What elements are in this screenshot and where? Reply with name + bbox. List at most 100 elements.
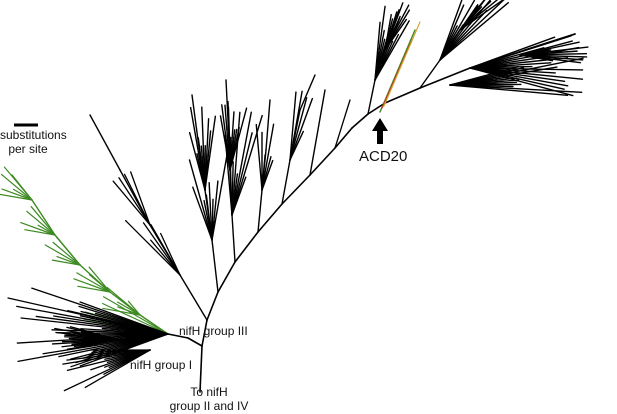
group-iii-branch [179, 274, 208, 321]
tree-backbone [351, 113, 369, 129]
scale-bar-label: substitutions per site [0, 128, 67, 156]
clade-leaf [374, 21, 381, 81]
group-iii-leaf [112, 180, 151, 226]
group-iii-leaf [160, 232, 181, 276]
clade-leaf [192, 186, 213, 241]
clade-leaf [289, 97, 308, 161]
clade-leaf [469, 67, 584, 80]
clade-branch [299, 74, 316, 111]
group-iii-leaf [150, 223, 181, 276]
group-i-label: nifH group I [130, 358, 193, 372]
scale-bar-label-line1: substitutions [0, 128, 67, 142]
green-clade-leaf [52, 241, 81, 266]
group-iii-leaf [123, 173, 151, 226]
tree-backbone [201, 319, 208, 347]
green-clade-leaf [30, 205, 56, 236]
clade-leaf [188, 159, 213, 241]
clade-leaf [519, 40, 573, 56]
group-iii-leaf [124, 219, 181, 276]
outgroup-label: To nifH group II and IV [168, 385, 250, 413]
green-clade-leaf [3, 166, 33, 201]
clade-leaf [261, 123, 275, 191]
clade-leaf [469, 36, 556, 69]
group-iii-leaf [142, 222, 181, 276]
tree-edges [0, 0, 589, 393]
green-clade-leaf [102, 302, 169, 335]
outgroup-label-line1: To nifH [190, 385, 228, 399]
clade-leaf [459, 4, 479, 31]
clade-branch [281, 159, 291, 205]
clade-leaf [334, 99, 351, 149]
clade-leaf [289, 91, 297, 161]
group-i-leaf [84, 349, 151, 389]
clade-branch [257, 189, 263, 233]
tree-backbone [384, 87, 421, 104]
clade-leaf [439, 0, 505, 61]
clade-leaf [211, 180, 219, 241]
tree-backbone [217, 261, 236, 293]
tree-backbone [199, 345, 203, 393]
clade-leaf [208, 181, 213, 241]
scale-bar-label-line2: per site [8, 142, 48, 156]
tree-backbone [309, 147, 336, 176]
green-clade-leaf [0, 173, 33, 201]
acd20-yellow-branch [383, 21, 421, 107]
clade-leaf [219, 115, 231, 171]
green-clade-leaf [26, 210, 56, 236]
green-clade-leaf [88, 266, 111, 293]
green-clade-leaf [76, 272, 111, 293]
green-clade-leaf [24, 229, 56, 236]
tree-backbone [367, 102, 386, 115]
acd20-arrow [372, 118, 388, 144]
clade-leaf [524, 33, 576, 51]
clade-leaf [211, 147, 229, 241]
clade-leaf [231, 132, 253, 216]
clade-leaf [255, 123, 263, 191]
clade-branch [211, 239, 219, 293]
green-clade-leaf [51, 259, 81, 266]
green-clade-leaf [55, 236, 81, 266]
clade-branch [231, 214, 236, 263]
green-clade-leaf [102, 296, 169, 335]
clade-leaf [439, 0, 463, 61]
green-clade-leaf [0, 193, 33, 201]
green-clade-leaf [12, 188, 33, 201]
group-iii-label: nifH group III [179, 324, 248, 338]
green-clade-leaf [73, 278, 111, 293]
tree-backbone [419, 67, 471, 89]
green-clade-branch [31, 199, 56, 236]
group-iii-leaf [130, 171, 151, 226]
tree-backbone [281, 174, 311, 205]
outgroup-label-line2: group II and IV [169, 399, 249, 413]
clade-leaf [289, 97, 314, 161]
group-iii-leaf [150, 239, 181, 276]
clade-leaf [309, 89, 326, 176]
clade-branch [419, 59, 441, 89]
clade-leaf [188, 131, 206, 191]
clade-branch [265, 99, 271, 151]
green-clade-leaf [77, 285, 111, 293]
clade-leaf [384, 13, 392, 51]
clade-branch [191, 94, 199, 141]
clade-branch [367, 79, 376, 115]
clade-leaf [289, 90, 303, 161]
group-iii-leaf [118, 177, 151, 226]
tree-backbone [234, 231, 259, 263]
green-clade-leaf [117, 301, 141, 316]
green-clade-leaf [1, 188, 33, 201]
tree-backbone [206, 291, 219, 321]
clade-leaf [439, 2, 509, 61]
green-clade-leaf [20, 221, 56, 236]
green-clade-leaf [106, 286, 141, 316]
group-iii-branch [89, 114, 121, 171]
clade-leaf [449, 57, 584, 86]
green-clade-leaf [88, 274, 111, 293]
clade-leaf [231, 111, 252, 216]
green-clade-leaf [44, 244, 81, 266]
green-clade-leaf [56, 256, 81, 266]
tree-backbone [334, 127, 353, 149]
group-i-leaf [89, 317, 169, 335]
acd20-label: ACD20 [359, 148, 408, 165]
tree-backbone [167, 333, 189, 339]
